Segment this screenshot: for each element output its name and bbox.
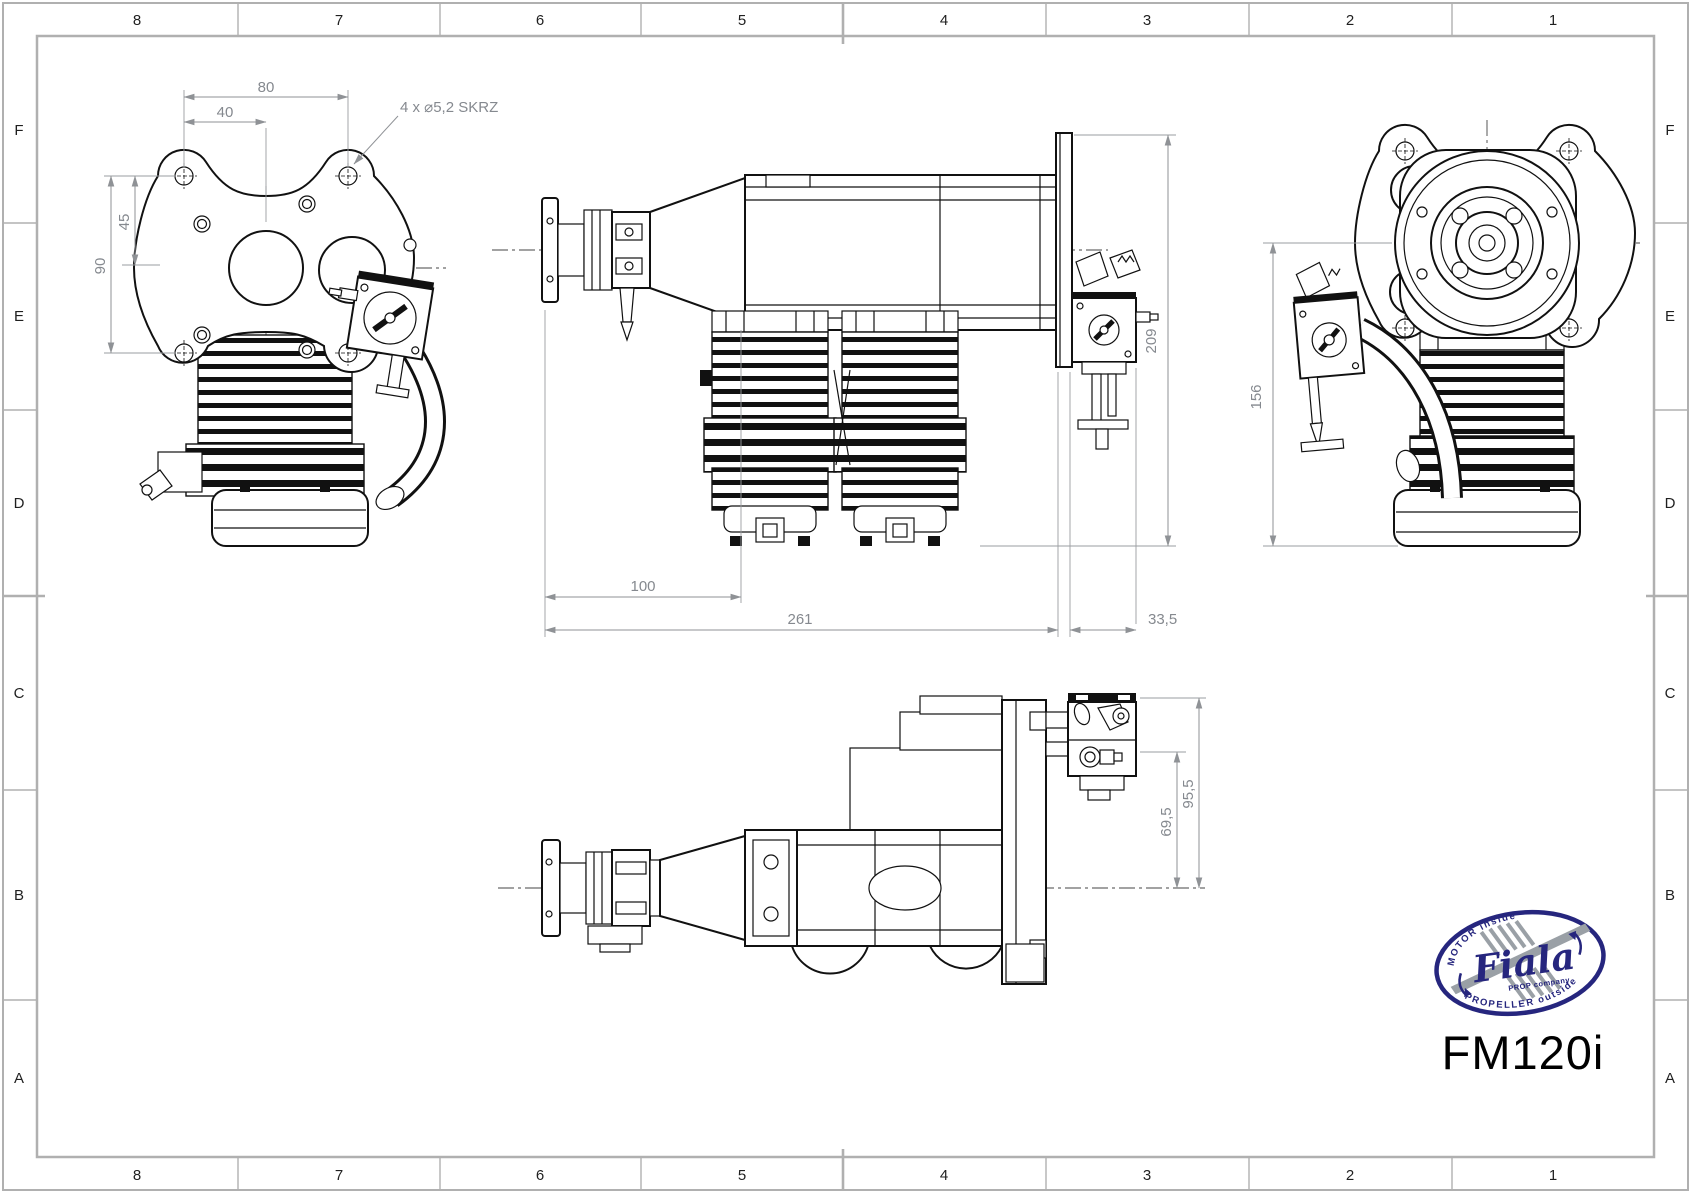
zone-row-label: F	[1665, 122, 1674, 139]
zone-row-label: B	[1665, 887, 1675, 904]
dimension-80: 80	[258, 79, 275, 96]
zone-column-label: 2	[1346, 12, 1354, 29]
zone-row-label: A	[14, 1070, 24, 1087]
zone-row-label: D	[1665, 495, 1676, 512]
zone-column-label: 7	[335, 1167, 343, 1184]
dimension-156: 156	[1248, 384, 1265, 409]
propeller-stripes	[1479, 919, 1562, 1002]
dimension-33-5: 33,5	[1148, 611, 1177, 628]
zone-column-label: 4	[940, 1167, 948, 1184]
zone-column-label: 6	[536, 12, 544, 29]
front-view-dimensions: 80 40 45 90 4 x ⌀5,2 SKRZ	[92, 79, 498, 354]
zone-column-label: 1	[1549, 12, 1557, 29]
zone-column-label: 3	[1143, 1167, 1151, 1184]
zone-ticks	[3, 3, 1688, 1190]
carburetor-front	[328, 270, 435, 399]
side-view-dimensions: 100 261 33,5 209	[544, 134, 1177, 637]
side-view	[492, 132, 1159, 547]
carburetor-bottom	[1067, 693, 1137, 801]
dimension-209: 209	[1143, 328, 1160, 353]
zone-row-label: B	[14, 887, 24, 904]
carburetor-rear	[1292, 261, 1366, 453]
drawing-title: FM120i	[1442, 1026, 1605, 1079]
zone-column-label: 7	[335, 12, 343, 29]
dimension-90: 90	[92, 258, 109, 275]
front-view	[133, 148, 446, 547]
dimension-45: 45	[116, 214, 133, 231]
zone-row-label: C	[14, 685, 25, 702]
zone-column-label: 2	[1346, 1167, 1354, 1184]
propeller-blade	[1450, 923, 1591, 995]
zone-row-label: F	[14, 122, 23, 139]
zone-column-label: 8	[133, 12, 141, 29]
zone-column-label: 5	[738, 1167, 746, 1184]
zone-row-label: C	[1665, 685, 1676, 702]
dimension-40: 40	[217, 104, 234, 121]
bottom-view	[498, 693, 1205, 985]
dimension-100: 100	[630, 578, 655, 595]
bottom-view-dimensions: 95,5 69,5	[1140, 697, 1206, 889]
zone-column-label: 3	[1143, 12, 1151, 29]
zone-column-label: 5	[738, 12, 746, 29]
zone-column-label: 1	[1549, 1167, 1557, 1184]
center-marks	[3, 3, 1688, 1190]
zone-column-label: 8	[133, 1167, 141, 1184]
zone-column-label: 6	[536, 1167, 544, 1184]
dimension-261: 261	[787, 611, 812, 628]
zone-row-label: E	[14, 308, 24, 325]
fiala-logo: Fiala PROP company MOTOR inside PROPELLE…	[1434, 909, 1606, 1018]
zone-row-label: A	[1665, 1070, 1675, 1087]
rear-view-dimensions: 156	[1248, 242, 1398, 547]
carburetor-side	[1071, 249, 1159, 450]
dimension-95-5: 95,5	[1180, 779, 1197, 808]
dimension-69-5: 69,5	[1158, 807, 1175, 836]
bolt-holes	[193, 195, 316, 359]
dimension-hole-note: 4 x ⌀5,2 SKRZ	[400, 99, 498, 116]
rear-view	[1285, 120, 1640, 547]
zone-row-label: E	[1665, 308, 1675, 325]
zone-column-label: 4	[940, 12, 948, 29]
zone-row-label: D	[14, 495, 25, 512]
